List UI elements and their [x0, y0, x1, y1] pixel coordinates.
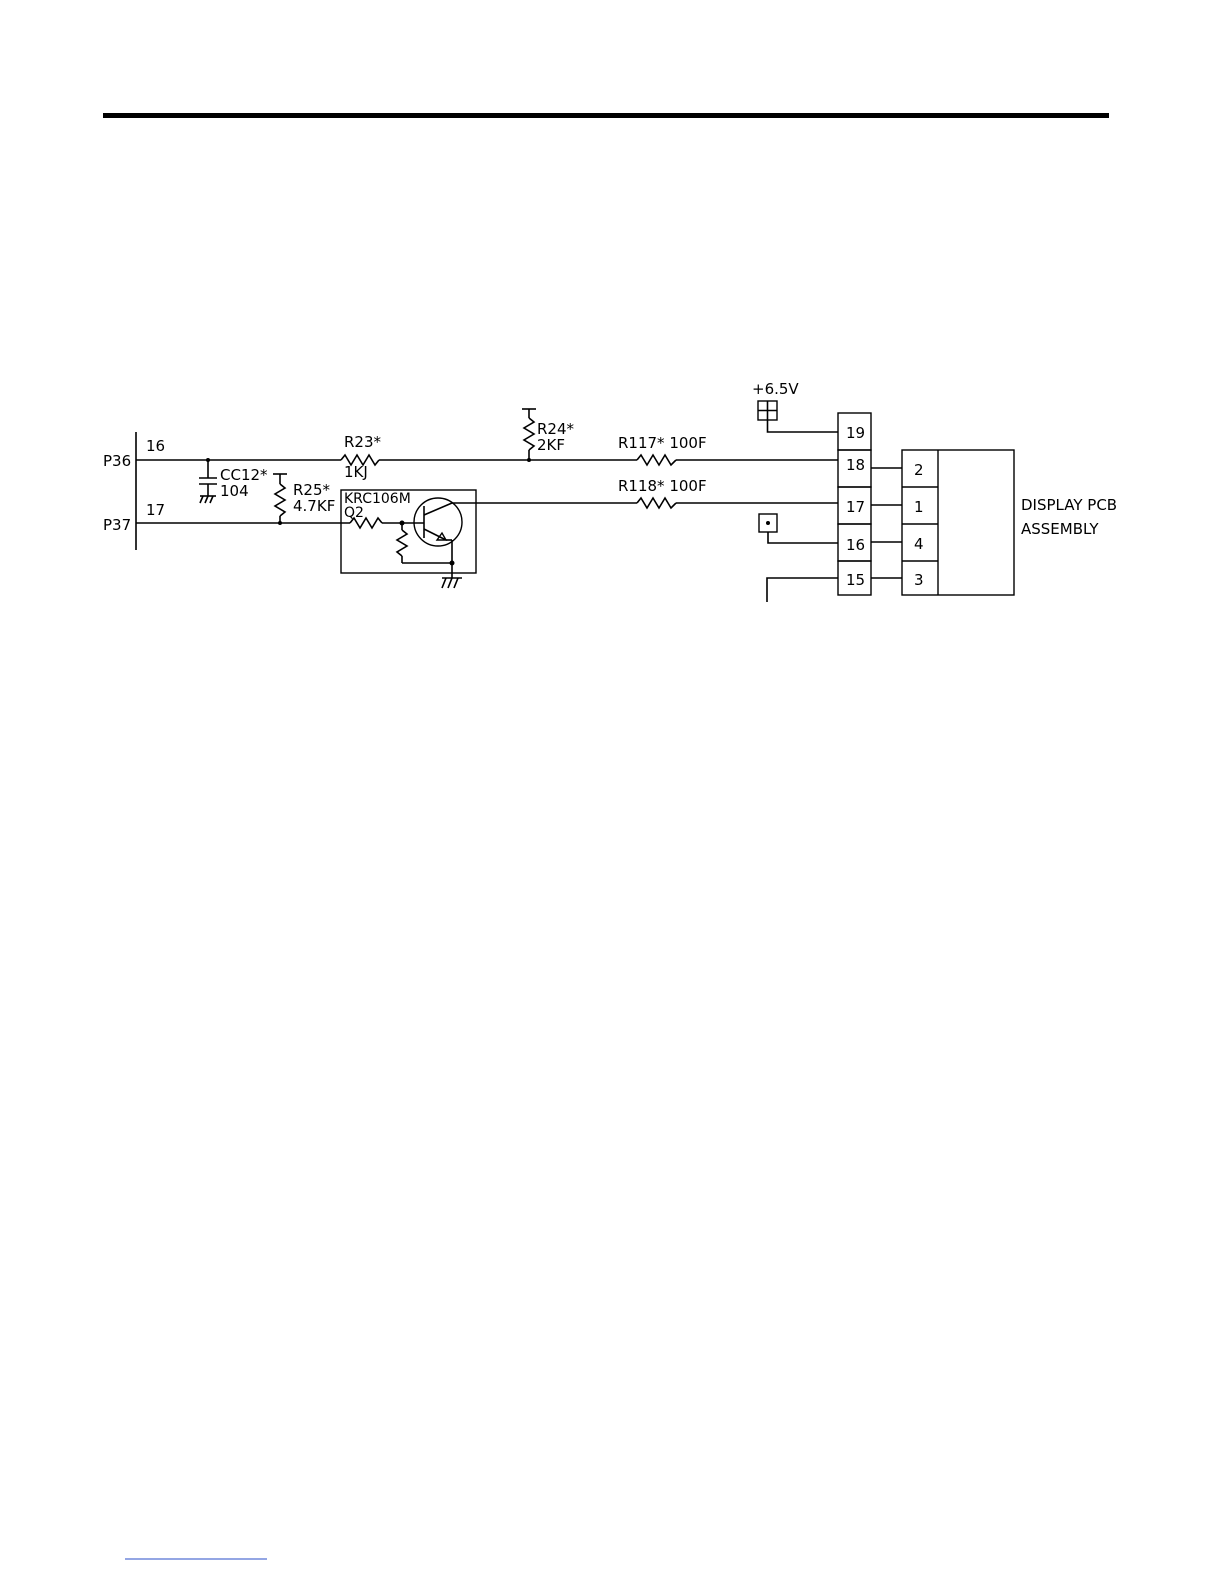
q2-base-resistor — [350, 518, 382, 528]
ground-icon — [200, 496, 216, 503]
display-pin-label: 3 — [914, 571, 924, 589]
r24-value-label: 2KF — [537, 436, 565, 454]
display-pin-label: 4 — [914, 535, 924, 553]
wire-pin15 — [767, 578, 838, 602]
r118-label: R118* 100F — [618, 477, 707, 495]
display-pin-label: 1 — [914, 498, 924, 516]
connector-pin-label: 16 — [846, 536, 865, 554]
test-point-icon — [759, 514, 777, 532]
r25-junction — [278, 521, 282, 525]
supply-terminal-icon — [758, 401, 777, 420]
connector-block: 19 18 17 16 15 — [838, 413, 871, 595]
connector-pin-label: 18 — [846, 456, 865, 474]
q2-be-resistor — [397, 530, 407, 556]
display-label-line2: ASSEMBLY — [1021, 520, 1099, 538]
q2-emitter-junction — [450, 561, 455, 566]
connector-pin-label: 19 — [846, 424, 865, 442]
r24-resistor — [524, 418, 534, 450]
r117-label: R117* 100F — [618, 434, 707, 452]
display-label-line1: DISPLAY PCB — [1021, 496, 1117, 514]
pin-17-label: 17 — [146, 501, 165, 519]
r23-ref-label: R23* — [344, 433, 382, 451]
header-rule — [103, 113, 1109, 118]
ground-icon — [442, 578, 462, 588]
wire-supply — [768, 420, 839, 432]
r25-resistor — [275, 484, 285, 516]
pin-16-label: 16 — [146, 437, 165, 455]
display-pin-label: 2 — [914, 461, 924, 479]
wire-test-point — [768, 532, 838, 543]
supply-label: +6.5V — [752, 380, 799, 398]
r23-value-label: 1KJ — [344, 463, 368, 481]
q2-collector — [424, 503, 452, 515]
r117-resistor — [637, 455, 676, 465]
connector-pin-label: 15 — [846, 571, 865, 589]
r24-junction — [527, 458, 531, 462]
r25-value-label: 4.7KF — [293, 497, 335, 515]
port-p36-label: P36 — [103, 452, 131, 470]
port-p37-label: P37 — [103, 516, 131, 534]
r118-resistor — [637, 498, 676, 508]
connector-pin-label: 17 — [846, 498, 865, 516]
cc12-value-label: 104 — [220, 482, 249, 500]
